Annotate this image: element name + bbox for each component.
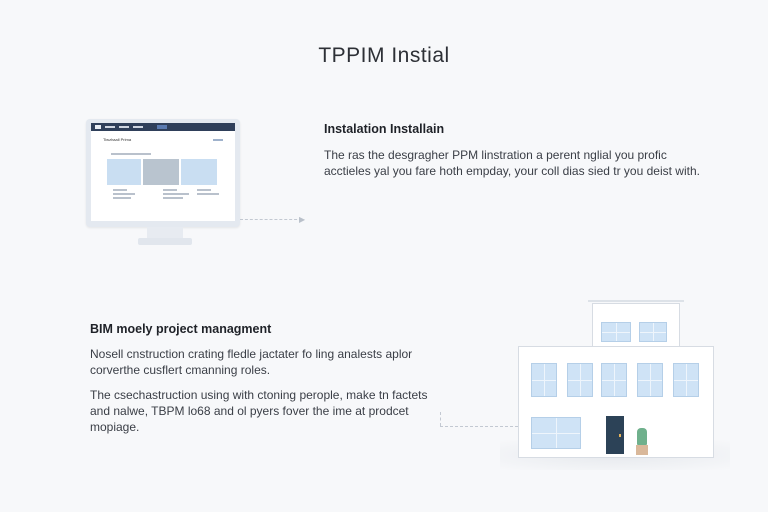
- screen-nav-link: [105, 126, 115, 128]
- connector-arrow-icon: ▶: [299, 215, 306, 224]
- bim-paragraph-1: Nosell cnstruction crating fledle jactat…: [90, 347, 413, 377]
- dashed-connector-vertical: [440, 412, 441, 426]
- building-window: [637, 363, 663, 397]
- screen-text-line: [163, 197, 183, 199]
- screen-text-line: [113, 193, 135, 195]
- screen-text-line: [163, 193, 189, 195]
- installation-body: The ras the desgragher PPM linstration a…: [324, 148, 700, 178]
- screen-nav-link: [119, 126, 129, 128]
- bim-heading: BIM moely project managment: [90, 322, 272, 336]
- monitor-stand-base: [138, 238, 192, 245]
- screen-nav-link: [133, 126, 143, 128]
- screen-tag: [213, 139, 223, 141]
- building-door: [606, 416, 624, 454]
- page-title: TPPIM Instial: [318, 44, 450, 67]
- building-window: [531, 363, 557, 397]
- building-window: [531, 417, 581, 449]
- screen-text-line: [113, 189, 127, 191]
- screen-heading: Tiwzhaall Prima: [103, 137, 132, 142]
- monitor-illustration: Tiwzhaall Prima: [86, 119, 240, 227]
- screen-text-line: [197, 193, 219, 195]
- building-roof: [588, 300, 684, 302]
- screen-hero-left: [107, 159, 141, 185]
- screen-logo: [95, 125, 101, 129]
- screen-text-line: [113, 197, 131, 199]
- building-window: [673, 363, 699, 397]
- screen-hero-right: [181, 159, 217, 185]
- monitor-stand-neck: [147, 227, 183, 238]
- dashed-connector: [240, 219, 302, 220]
- cactus-plant-icon: [637, 428, 647, 445]
- screen-text-line: [197, 189, 211, 191]
- dashed-connector: [440, 426, 518, 427]
- screen-subline: [111, 153, 151, 155]
- monitor-screen: Tiwzhaall Prima: [91, 123, 235, 221]
- building-main: [518, 346, 714, 458]
- installation-heading: Instalation Installain: [324, 122, 445, 136]
- bim-paragraph-2: The csechastruction using with ctoning p…: [90, 388, 428, 434]
- screen-text-line: [163, 189, 177, 191]
- screen-navbar: [91, 123, 235, 131]
- building-window: [601, 322, 631, 342]
- building-upper-floor: [592, 303, 680, 348]
- plant-pot: [636, 445, 648, 455]
- door-handle: [619, 434, 621, 437]
- building-window: [567, 363, 593, 397]
- building-window: [639, 322, 667, 342]
- building-window: [601, 363, 627, 397]
- screen-nav-button: [157, 125, 167, 129]
- screen-hero-photo: [143, 159, 179, 185]
